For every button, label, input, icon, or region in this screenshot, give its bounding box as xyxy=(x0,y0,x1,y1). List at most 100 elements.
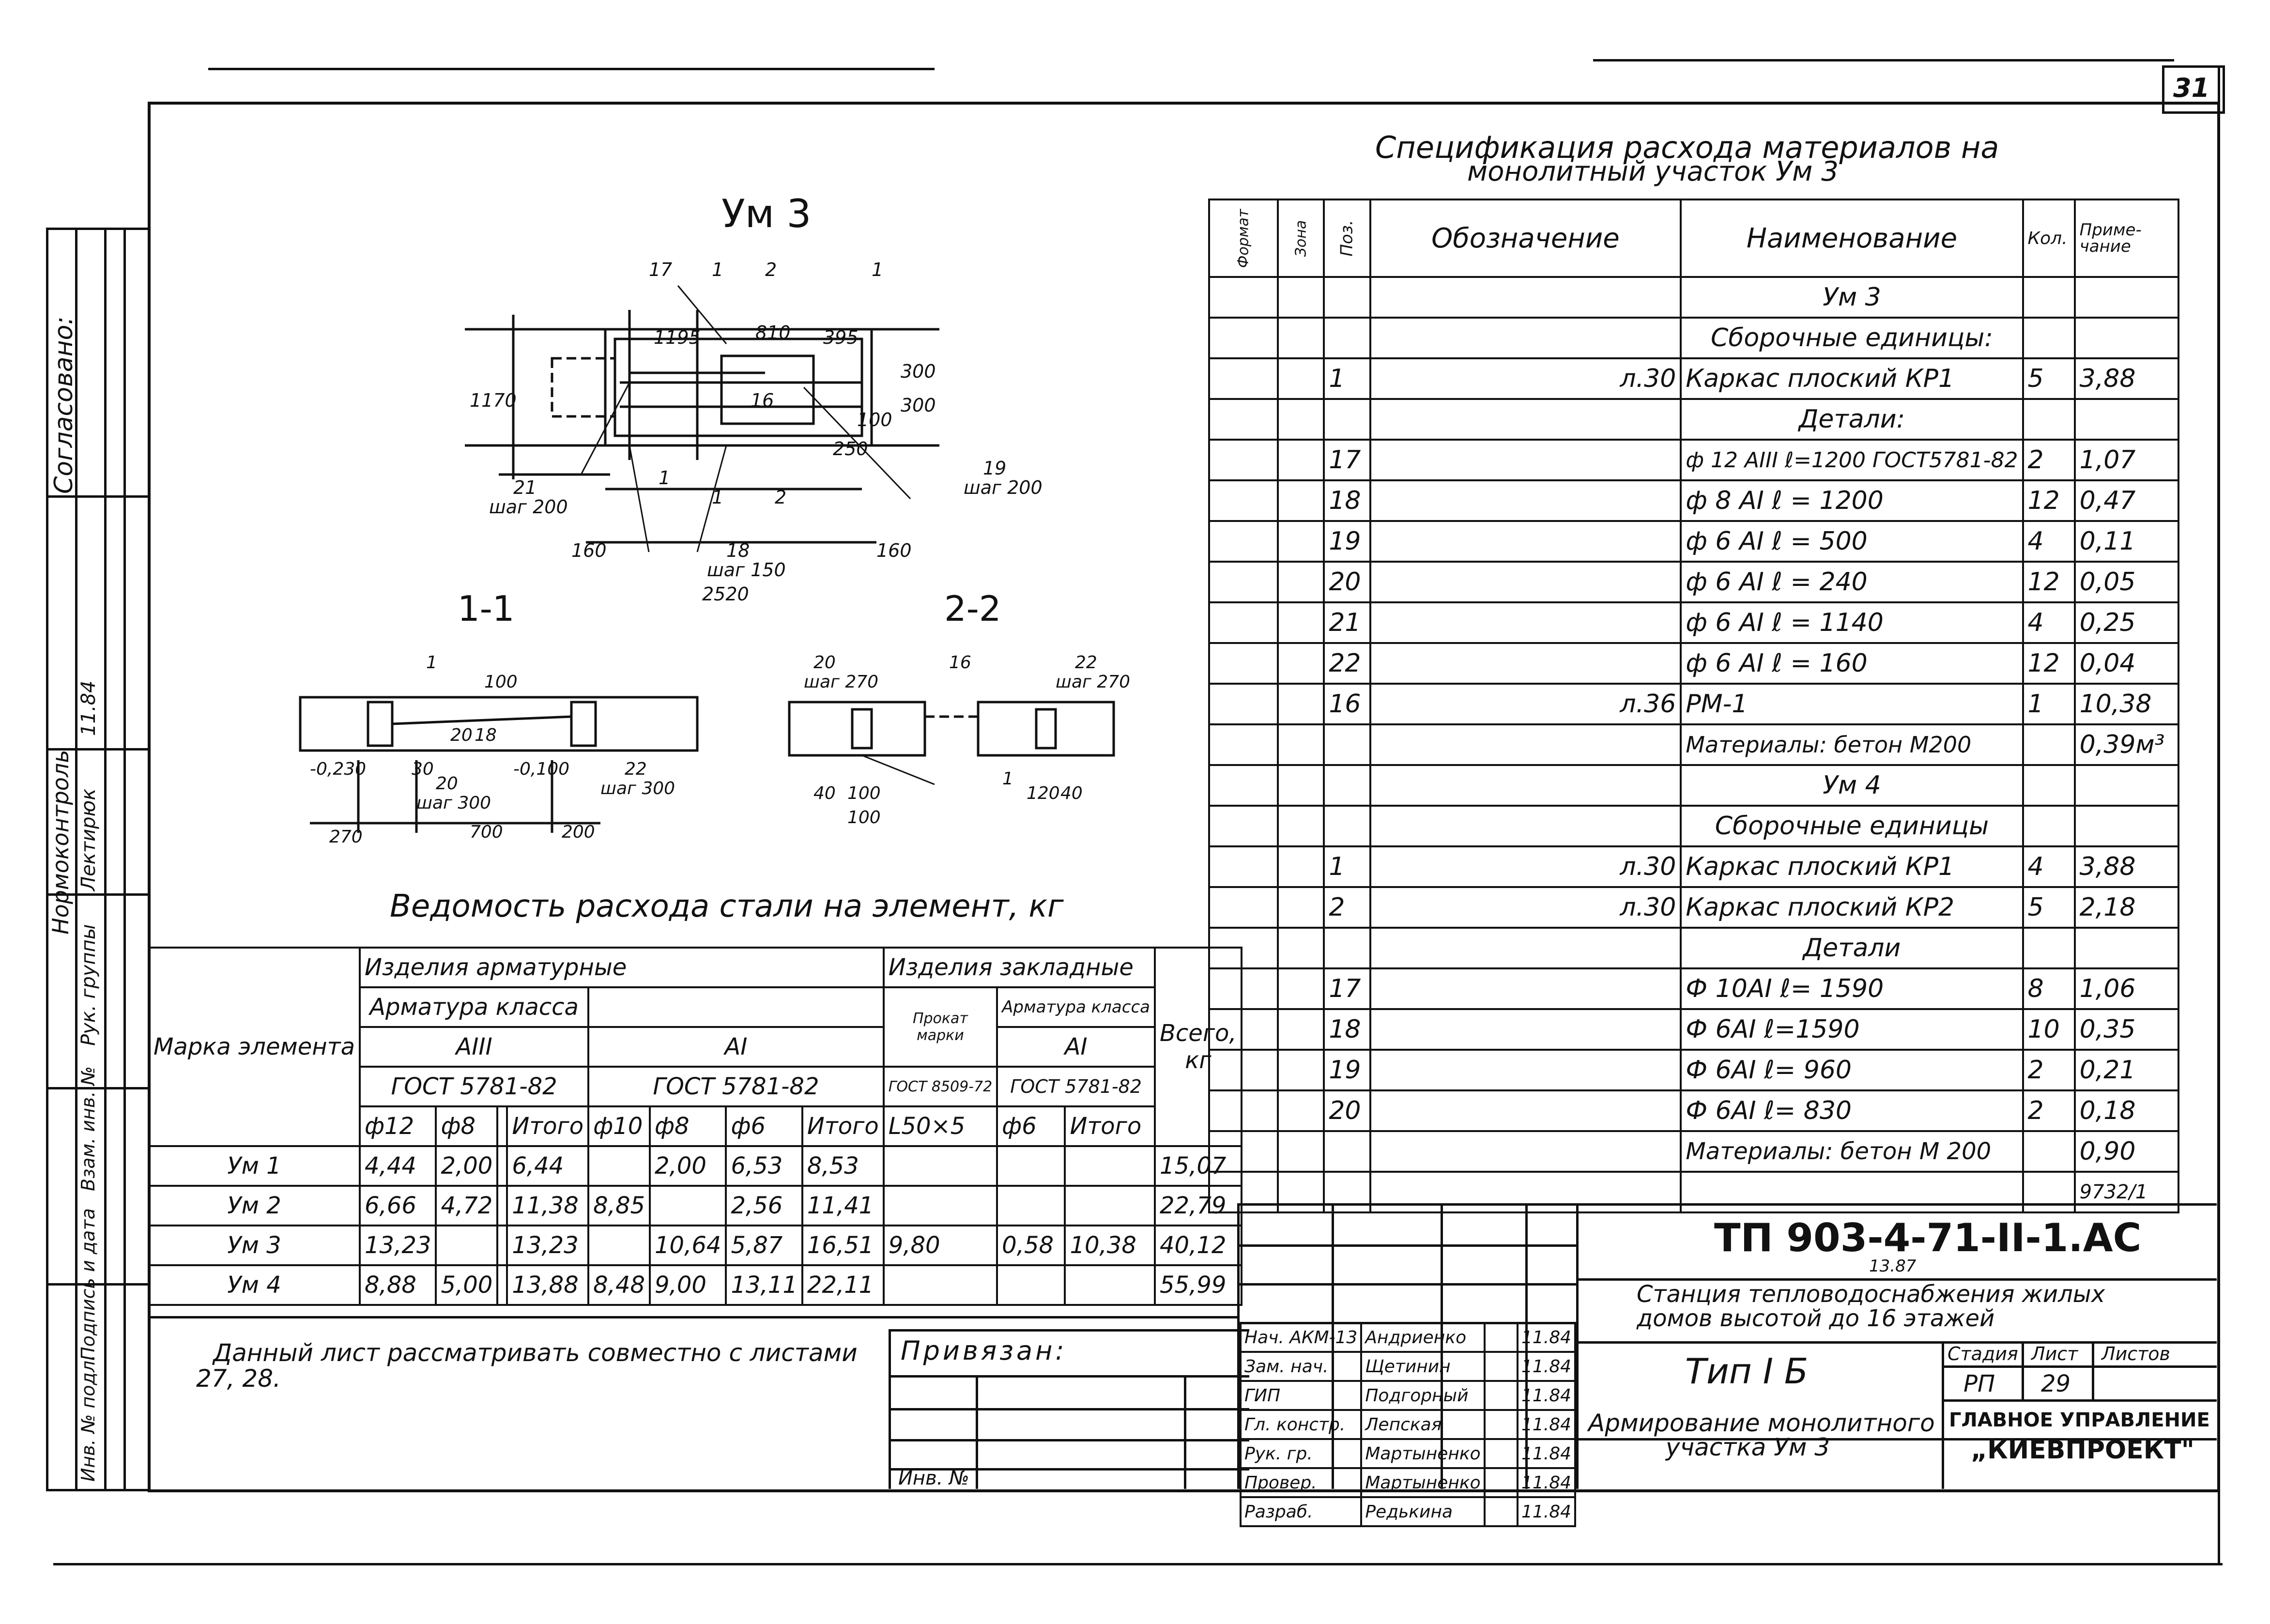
project-sub-code: 13.87 xyxy=(1869,1256,1917,1276)
h-gost3: ГОСТ 8509-72 xyxy=(882,1066,998,1107)
person-date: 11.84 xyxy=(1516,1496,1577,1527)
row-mark: Ум 2 xyxy=(147,1185,361,1226)
sec1-label: 20 xyxy=(436,774,458,794)
spec-name: ф 6 АI ℓ = 160 xyxy=(1680,642,2024,685)
cell: 8,48 xyxy=(587,1264,651,1306)
spec-name: Ф 6АI ℓ= 960 xyxy=(1680,1049,2024,1091)
cell xyxy=(587,1145,651,1187)
sec2-label: 16 xyxy=(949,653,971,673)
h-rebar-items: Изделия арматурные xyxy=(359,947,885,988)
spec-note: 0,05 xyxy=(2073,561,2180,603)
table-row: Ум 1 4,44 2,00 6,44 2,00 6,53 8,53 15,07 xyxy=(147,1145,1242,1187)
left-strip xyxy=(46,228,150,1491)
plan-dim-label: шаг 200 xyxy=(964,477,1043,498)
plan-dim-label: 2 xyxy=(765,261,777,280)
sec2-label: 40 xyxy=(813,783,836,803)
sec1-label: 18 xyxy=(475,725,497,745)
binding-inv: Инв. № xyxy=(898,1467,969,1489)
spec-row: Сборочные единицы xyxy=(1208,805,2180,847)
steel-table: Марка элемента Изделия арматурные Издели… xyxy=(147,947,1242,1306)
row-mark: Ум 3 xyxy=(147,1225,361,1266)
sec1-label: -0,100 xyxy=(513,759,569,779)
h-pos: Поз. xyxy=(1323,199,1371,278)
plan-dim-label: 100 xyxy=(857,409,892,430)
cell xyxy=(882,1185,998,1226)
person-role: Разраб. xyxy=(1239,1496,1363,1527)
h-name: Наименование xyxy=(1680,199,2024,278)
col-header: ф10 xyxy=(587,1105,651,1147)
h-embedded: Изделия закладные xyxy=(882,947,1156,988)
cell: 10,64 xyxy=(649,1225,727,1266)
spec-pos: 17 xyxy=(1323,967,1371,1010)
person-name: Лепская xyxy=(1360,1409,1486,1440)
spec-note: 0,18 xyxy=(2073,1089,2180,1132)
cell xyxy=(882,1264,998,1306)
steel-title: Ведомость расхода стали на элемент, кг xyxy=(390,889,1064,924)
person-role: ГИП xyxy=(1239,1380,1363,1411)
sec2-label: 100 xyxy=(847,808,881,827)
stage-grid: Стадия Лист Листов РП 29 xyxy=(1942,1341,2217,1438)
spec-name: ф 6 АI ℓ = 500 xyxy=(1680,520,2024,563)
h-gost2: ГОСТ 5781-82 xyxy=(587,1066,885,1107)
spec-pos: 20 xyxy=(1323,561,1371,603)
sheet-value: 29 xyxy=(2041,1370,2071,1397)
spec-pos: 1 xyxy=(1323,357,1371,400)
cell xyxy=(496,1185,508,1226)
spec-des: л.30 xyxy=(1369,886,1682,929)
cell: 0,58 xyxy=(996,1225,1066,1266)
spec-des: л.36 xyxy=(1369,683,1682,725)
table-row: Ум 4 8,88 5,00 13,88 8,48 9,00 13,11 22,… xyxy=(147,1264,1242,1306)
cell: 6,66 xyxy=(359,1185,437,1226)
spec-qty: 4 xyxy=(2022,520,2076,563)
date-label: 11.84 xyxy=(77,680,100,736)
h-gost4: ГОСТ 5781-82 xyxy=(996,1066,1156,1107)
group-head-label: Рук. группы xyxy=(77,924,100,1046)
plan-dim-label: 16 xyxy=(751,390,774,411)
signature xyxy=(1483,1351,1518,1382)
col-header: Итого xyxy=(506,1105,590,1147)
plan-drawing: 17 1 2 1 1195 810 395 1170 300 300 16 10… xyxy=(465,261,1043,605)
sheet-title-line1: Армирование монолитного xyxy=(1588,1409,1935,1437)
sec1-label: 22 xyxy=(625,759,647,779)
spec-qty: 2 xyxy=(2022,1089,2076,1132)
spec-name: Материалы: бетон М 200 xyxy=(1680,1130,2024,1173)
cell: 13,88 xyxy=(506,1264,590,1306)
spec-qty: 4 xyxy=(2022,845,2076,888)
plan-dim-label: 300 xyxy=(901,395,936,416)
cell: 13,23 xyxy=(506,1225,590,1266)
sec2-label: шаг 270 xyxy=(804,672,878,692)
spec-name: Каркас плоский КР2 xyxy=(1680,886,2024,929)
spec-title-line1: Спецификация расхода материалов на xyxy=(1375,130,1999,165)
section-2-title: 2-2 xyxy=(944,588,1001,629)
sec1-label: шаг 300 xyxy=(600,779,675,798)
sec2-label: 22 xyxy=(1075,653,1097,673)
spec-row: Ум 4 xyxy=(1208,764,2180,807)
cell: 4,72 xyxy=(435,1185,499,1226)
note-line2: 27, 28. xyxy=(196,1364,281,1393)
spec-row: Детали xyxy=(1208,927,2180,969)
sec1-label: 270 xyxy=(329,827,363,847)
spec-pos: 17 xyxy=(1323,439,1371,481)
spec-pos: 16 xyxy=(1323,683,1371,725)
spec-qty: 10 xyxy=(2022,1008,2076,1051)
plan-dim-label: 160 xyxy=(571,540,607,561)
col-header: ф8 xyxy=(435,1105,499,1147)
signature xyxy=(1483,1380,1518,1411)
person-name: Андриенко xyxy=(1360,1322,1486,1353)
plan-dim-label: 250 xyxy=(833,438,868,460)
spec-name: Ум 3 xyxy=(1680,276,2024,319)
signature xyxy=(1483,1438,1518,1469)
spec-name: Сборочные единицы: xyxy=(1680,317,2024,359)
h-qty: Кол. xyxy=(2022,199,2076,278)
person-role: Провер. xyxy=(1239,1467,1363,1498)
cell: 11,38 xyxy=(506,1185,590,1226)
spec-name: ф 8 АI ℓ = 1200 xyxy=(1680,479,2024,522)
